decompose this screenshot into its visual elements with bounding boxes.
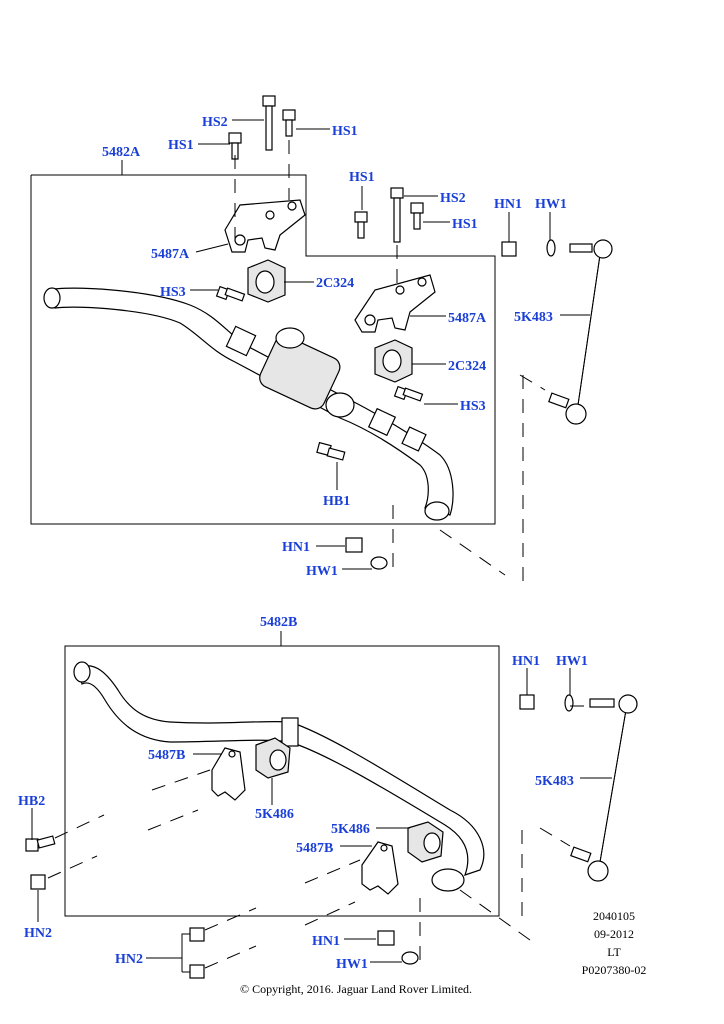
rear-bar-outline — [64, 645, 500, 917]
bolt-hs3-left — [215, 285, 246, 302]
bolt-hs1-mid-right — [410, 202, 424, 230]
dash-front-7 — [519, 374, 546, 391]
bolt-hs1-top-left — [228, 132, 242, 160]
label-hn1-top: HN1 — [494, 197, 522, 212]
label-hs1-mid-right: HS1 — [452, 217, 478, 232]
front-anti-roll-bar — [43, 287, 454, 521]
label-hs3-left: HS3 — [160, 285, 186, 300]
label-2C324-right: 2C324 — [448, 359, 486, 374]
nut-hn2-bottom-a — [189, 927, 205, 942]
bolt-hs2-mid — [390, 187, 404, 243]
dash-rear-5 — [304, 859, 361, 884]
rear-drop-link — [570, 694, 638, 882]
bolt-hb1 — [316, 441, 346, 461]
label-hn1-bottom: HN1 — [312, 934, 340, 949]
label-hn1-lower: HN1 — [282, 540, 310, 555]
label-hw1-lower: HW1 — [306, 564, 338, 579]
rear-bush-right — [407, 821, 444, 863]
dash-rear-1 — [151, 769, 211, 791]
front-bracket-right — [354, 274, 436, 333]
bolt-hs2-top — [262, 95, 276, 151]
label-5K483-rear: 5K483 — [535, 774, 574, 789]
dash-front-5 — [439, 529, 506, 576]
nut-hn1-bottom — [377, 930, 395, 946]
label-5K486-right: 5K486 — [331, 822, 370, 837]
nut-hn1-top — [501, 241, 517, 257]
label-hs3-right: HS3 — [460, 399, 486, 414]
label-hw1-rear: HW1 — [556, 654, 588, 669]
front-bush-right — [374, 339, 413, 383]
label-5487A-left: 5487A — [151, 247, 190, 262]
label-hb2: HB2 — [18, 794, 45, 809]
front-drop-link — [548, 239, 613, 425]
label-hn1-rear: HN1 — [512, 654, 540, 669]
nut-hn1-rear — [519, 694, 535, 710]
label-5487B-left: 5487B — [148, 748, 185, 763]
label-5487B-right: 5487B — [296, 841, 333, 856]
info-line-1: 2040105 — [593, 909, 635, 923]
label-hs1-top-left: HS1 — [168, 138, 194, 153]
washer-hw1-bottom — [401, 951, 419, 965]
label-5K483-front: 5K483 — [514, 310, 553, 325]
label-hs1-top-right: HS1 — [332, 124, 358, 139]
bolt-hs1-top-right — [282, 109, 296, 137]
label-hw1-bottom: HW1 — [336, 957, 368, 972]
nut-hn2-bottom-b — [189, 964, 205, 979]
dash-rear-4 — [47, 855, 98, 879]
leader-hn2-bottom — [146, 933, 190, 959]
label-hn2-bottom: HN2 — [115, 952, 143, 967]
bolt-hb2 — [25, 835, 56, 852]
copyright-text: © Copyright, 2016. Jaguar Land Rover Lim… — [240, 982, 472, 996]
nut-hn1-lower — [345, 537, 363, 553]
leader-5487A-left — [195, 243, 229, 253]
label-hb1: HB1 — [323, 494, 350, 509]
washer-hw1-top — [546, 239, 556, 257]
dash-rear-7 — [204, 907, 257, 931]
rear-anti-roll-bar — [73, 661, 485, 892]
label-hs2-mid: HS2 — [440, 191, 466, 206]
label-2C324-left: 2C324 — [316, 276, 354, 291]
front-bracket-left — [224, 199, 306, 253]
dash-rear-10 — [459, 889, 531, 941]
label-5482B: 5482B — [260, 615, 297, 630]
label-5487A-right: 5487A — [448, 311, 487, 326]
washer-hw1-rear — [564, 694, 574, 712]
dash-rear-11 — [539, 827, 571, 847]
info-line-3: LT — [607, 945, 621, 959]
dash-rear-2 — [147, 809, 199, 831]
dash-rear-3 — [54, 814, 105, 839]
bolt-hs3-right — [393, 385, 424, 402]
nut-hn2-left — [30, 874, 46, 890]
rear-bush-left — [255, 737, 291, 779]
washer-hw1-lower — [370, 556, 388, 570]
dash-rear-8 — [204, 945, 257, 969]
info-line-4: P0207380-02 — [582, 963, 647, 977]
label-hs2-top: HS2 — [202, 115, 228, 130]
front-bush-left — [247, 259, 286, 303]
label-hs1-mid: HS1 — [349, 170, 375, 185]
label-hn2-left: HN2 — [24, 926, 52, 941]
rear-bracket-right — [361, 841, 399, 895]
rear-bracket-left — [211, 747, 246, 801]
dash-rear-6 — [304, 901, 356, 926]
front-bar-outline — [30, 174, 496, 525]
label-5482A: 5482A — [102, 145, 141, 160]
bolt-hs1-mid — [354, 211, 368, 239]
label-hw1-top: HW1 — [535, 197, 567, 212]
info-line-2: 09-2012 — [594, 927, 634, 941]
label-5K486-left: 5K486 — [255, 807, 294, 822]
